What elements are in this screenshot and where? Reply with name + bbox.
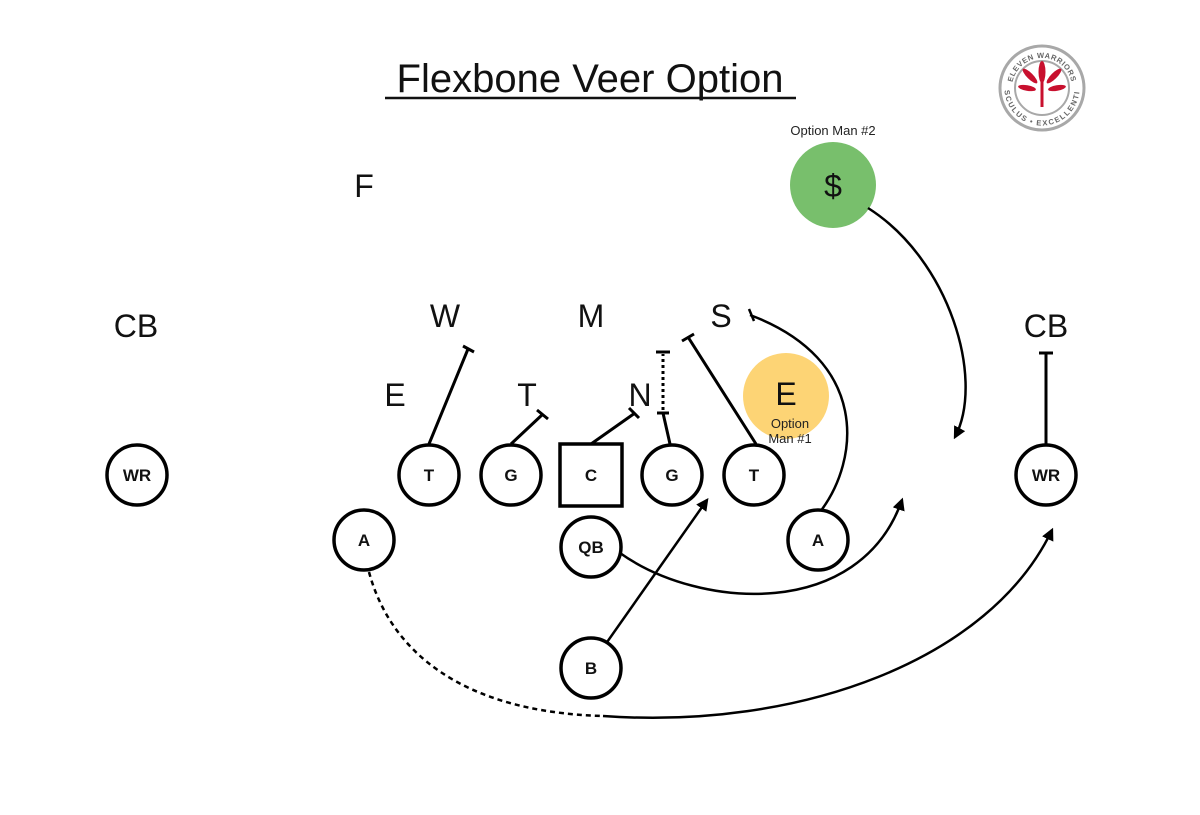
diagram-title: Flexbone Veer Option: [397, 57, 784, 101]
player-qb: [559, 515, 623, 579]
routes: [367, 206, 1054, 720]
player-center: [558, 442, 624, 508]
defender-sam: S: [710, 298, 731, 334]
player-a-back-right-label: A: [812, 531, 824, 550]
route-a-back-left-pitch: [602, 527, 1054, 720]
option-man-2-highlight: [790, 142, 876, 228]
player-a-back-right: [786, 508, 850, 572]
block-right-guard: [657, 411, 672, 445]
option-man-1-label-line1: Option: [771, 416, 809, 431]
route-a-back-right: [747, 308, 849, 513]
player-a-back-left: [332, 508, 396, 572]
defender-cb-right: CB: [1024, 308, 1068, 344]
offense: WR T G C G T WR A QB A B: [105, 442, 1078, 700]
block-center: [590, 406, 641, 446]
blocking-assignments: [427, 332, 1053, 446]
option-man-2-label: Option Man #2: [790, 123, 875, 138]
buckeye-leaf-icon: [1018, 61, 1066, 107]
player-wr-left-label: WR: [123, 466, 151, 485]
player-b-back: [559, 636, 623, 700]
player-tackle-right: [722, 443, 786, 507]
block-right-tackle: [681, 332, 758, 445]
player-guard-right-label: G: [665, 466, 678, 485]
player-wr-right: [1014, 443, 1078, 507]
route-a-back-left-motion: [367, 571, 604, 718]
defender-will: W: [430, 298, 461, 334]
player-b-back-label: B: [585, 659, 597, 678]
defender-cb-left: CB: [114, 308, 158, 344]
player-tackle-left-label: T: [424, 466, 435, 485]
route-option-man-2-pursuit: [867, 206, 967, 440]
defender-end-left: E: [384, 377, 405, 413]
defender-tackle: T: [517, 377, 537, 413]
player-center-label: C: [585, 466, 597, 485]
player-wr-right-label: WR: [1032, 466, 1060, 485]
player-a-back-left-label: A: [358, 531, 370, 550]
player-qb-label: QB: [578, 538, 604, 557]
player-guard-left-label: G: [504, 466, 517, 485]
player-wr-left: [105, 443, 169, 507]
defender-mike: M: [578, 298, 605, 334]
defender-option-man-2: $: [824, 168, 842, 204]
defender-option-man-1: E: [775, 376, 796, 412]
player-tackle-left: [397, 443, 461, 507]
player-guard-left: [479, 443, 543, 507]
defender-free-safety: F: [354, 168, 374, 204]
route-qb-veer: [619, 497, 905, 596]
player-guard-right: [640, 443, 704, 507]
block-right-wr: [1039, 351, 1053, 445]
option-man-1-highlight: [743, 353, 829, 439]
block-left-guard: [509, 408, 549, 446]
defender-nose: N: [628, 377, 651, 413]
block-left-tackle: [427, 344, 475, 445]
option-man-1-label-line2: Man #1: [768, 431, 811, 446]
player-tackle-right-label: T: [749, 466, 760, 485]
